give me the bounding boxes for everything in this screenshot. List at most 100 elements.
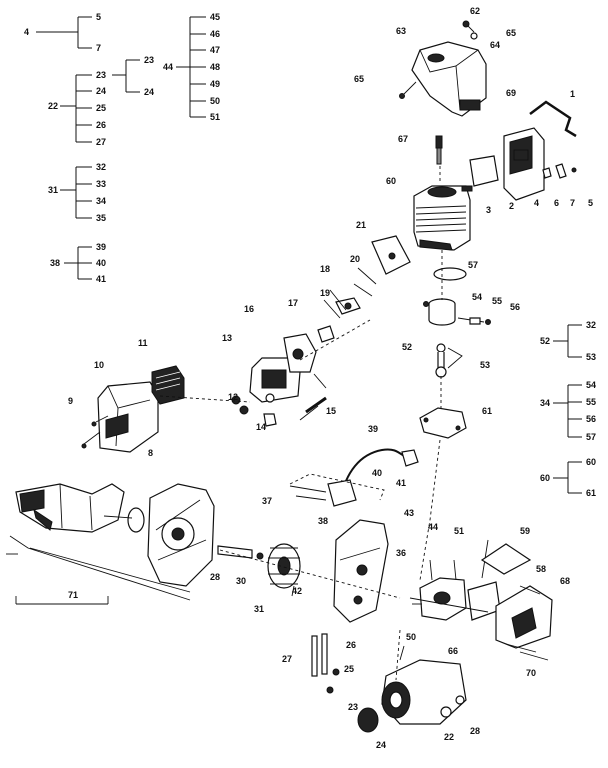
legend-child: 32 xyxy=(96,162,106,172)
legend-child: 39 xyxy=(96,242,106,252)
legend-group-22: 22 23 24 25 26 27 23 24 xyxy=(48,55,154,147)
legend-parent-22: 22 xyxy=(48,101,58,111)
carburetor-part xyxy=(249,297,361,403)
gasket-ring-part xyxy=(433,267,467,281)
legend-child: 26 xyxy=(96,120,106,130)
callout: 42 xyxy=(292,586,302,596)
callout: 31 xyxy=(254,604,264,614)
callout: 39 xyxy=(368,424,378,434)
air-cleaner-cover-part xyxy=(81,381,159,453)
connecting-rod-part xyxy=(435,343,463,378)
crankcase-left-part xyxy=(147,483,215,587)
legend-child: 45 xyxy=(210,12,220,22)
callout: 58 xyxy=(536,564,546,574)
crankcase-block-part xyxy=(412,559,467,621)
legend-child: 27 xyxy=(96,137,106,147)
callout: 9 xyxy=(68,396,73,406)
legend-child: 33 xyxy=(96,179,106,189)
callout: 57 xyxy=(468,260,478,270)
callout: 68 xyxy=(560,576,570,586)
callout: 54 xyxy=(472,292,482,302)
muffler-part xyxy=(461,127,577,201)
callout: 16 xyxy=(244,304,254,314)
callout: 55 xyxy=(492,296,502,306)
callout: 69 xyxy=(506,88,516,98)
callout: 17 xyxy=(288,298,298,308)
callout: 10 xyxy=(94,360,104,370)
callout: 52 xyxy=(402,342,412,352)
callout: 13 xyxy=(222,333,232,343)
callout: 5 xyxy=(588,198,593,208)
callout: 21 xyxy=(356,220,366,230)
legend-child: 49 xyxy=(210,79,220,89)
callout: 1 xyxy=(570,89,575,99)
ignition-coil-part xyxy=(289,479,357,507)
callout: 71 xyxy=(68,590,78,600)
legend-group-34: 34 54 55 56 57 xyxy=(540,380,596,442)
callout: 56 xyxy=(510,302,520,312)
legend-child: 24 xyxy=(144,87,154,97)
legend-child: 57 xyxy=(586,432,596,442)
callout-numbers: 1 2 3 4 5 6 7 8 9 10 11 12 13 14 15 16 1… xyxy=(68,6,593,750)
callout: 63 xyxy=(396,26,406,36)
callout: 64 xyxy=(490,40,500,50)
legend-child: 55 xyxy=(586,397,596,407)
legend-parent-4: 4 xyxy=(24,27,29,37)
callout: 59 xyxy=(520,526,530,536)
callout: 37 xyxy=(262,496,272,506)
legend-group-52: 52 32 53 xyxy=(540,320,596,362)
callout: 8 xyxy=(148,448,153,458)
wire-bail-part xyxy=(529,100,577,138)
legend-child: 32 xyxy=(586,320,596,330)
callout: 30 xyxy=(236,576,246,586)
crankcase-gasket-part xyxy=(419,407,467,439)
legend-child: 23 xyxy=(96,70,106,80)
callout: 40 xyxy=(372,468,382,478)
callout: 51 xyxy=(454,526,464,536)
callout: 60 xyxy=(386,176,396,186)
callout: 36 xyxy=(396,548,406,558)
legend-child: 48 xyxy=(210,62,220,72)
callout: 38 xyxy=(318,516,328,526)
fuel-line-part xyxy=(339,448,419,501)
legend-group-31: 31 32 33 34 35 xyxy=(48,162,106,223)
callout: 65 xyxy=(506,28,516,38)
crankshaft-part xyxy=(217,545,264,560)
legend-child: 53 xyxy=(586,352,596,362)
legend-parent-38: 38 xyxy=(50,258,60,268)
callout: 6 xyxy=(554,198,559,208)
legend-child: 24 xyxy=(96,86,106,96)
callout: 12 xyxy=(228,392,238,402)
adapter-plate-part xyxy=(371,235,411,275)
callout: 27 xyxy=(282,654,292,664)
callout: 44 xyxy=(428,522,438,532)
callout: 23 xyxy=(348,702,358,712)
callout: 24 xyxy=(376,740,386,750)
handle-housing-part xyxy=(15,483,145,533)
legend-parent-60: 60 xyxy=(540,473,550,483)
legend-child: 25 xyxy=(96,103,106,113)
callout: 3 xyxy=(486,205,491,215)
callout: 26 xyxy=(346,640,356,650)
legend-child: 34 xyxy=(96,196,106,206)
legend-child: 7 xyxy=(96,43,101,53)
callout: 28 xyxy=(210,572,220,582)
legend-child: 61 xyxy=(586,488,596,498)
legend-parent-52: 52 xyxy=(540,336,550,346)
callout: 19 xyxy=(320,288,330,298)
callout: 70 xyxy=(526,668,536,678)
guide-rods-part xyxy=(311,633,340,694)
legend-parent-23: 23 xyxy=(144,55,154,65)
legend-group-44: 44 45 46 47 48 49 50 51 xyxy=(163,12,220,122)
callout: 61 xyxy=(482,406,492,416)
legend-child: 56 xyxy=(586,414,596,424)
legend-child: 40 xyxy=(96,258,106,268)
engine-cover-part xyxy=(399,20,487,117)
callout: 66 xyxy=(448,646,458,656)
callout: 62 xyxy=(470,6,480,16)
legend-child: 35 xyxy=(96,213,106,223)
callout: 20 xyxy=(350,254,360,264)
legend-child: 47 xyxy=(210,45,220,55)
legend-child: 5 xyxy=(96,12,101,22)
